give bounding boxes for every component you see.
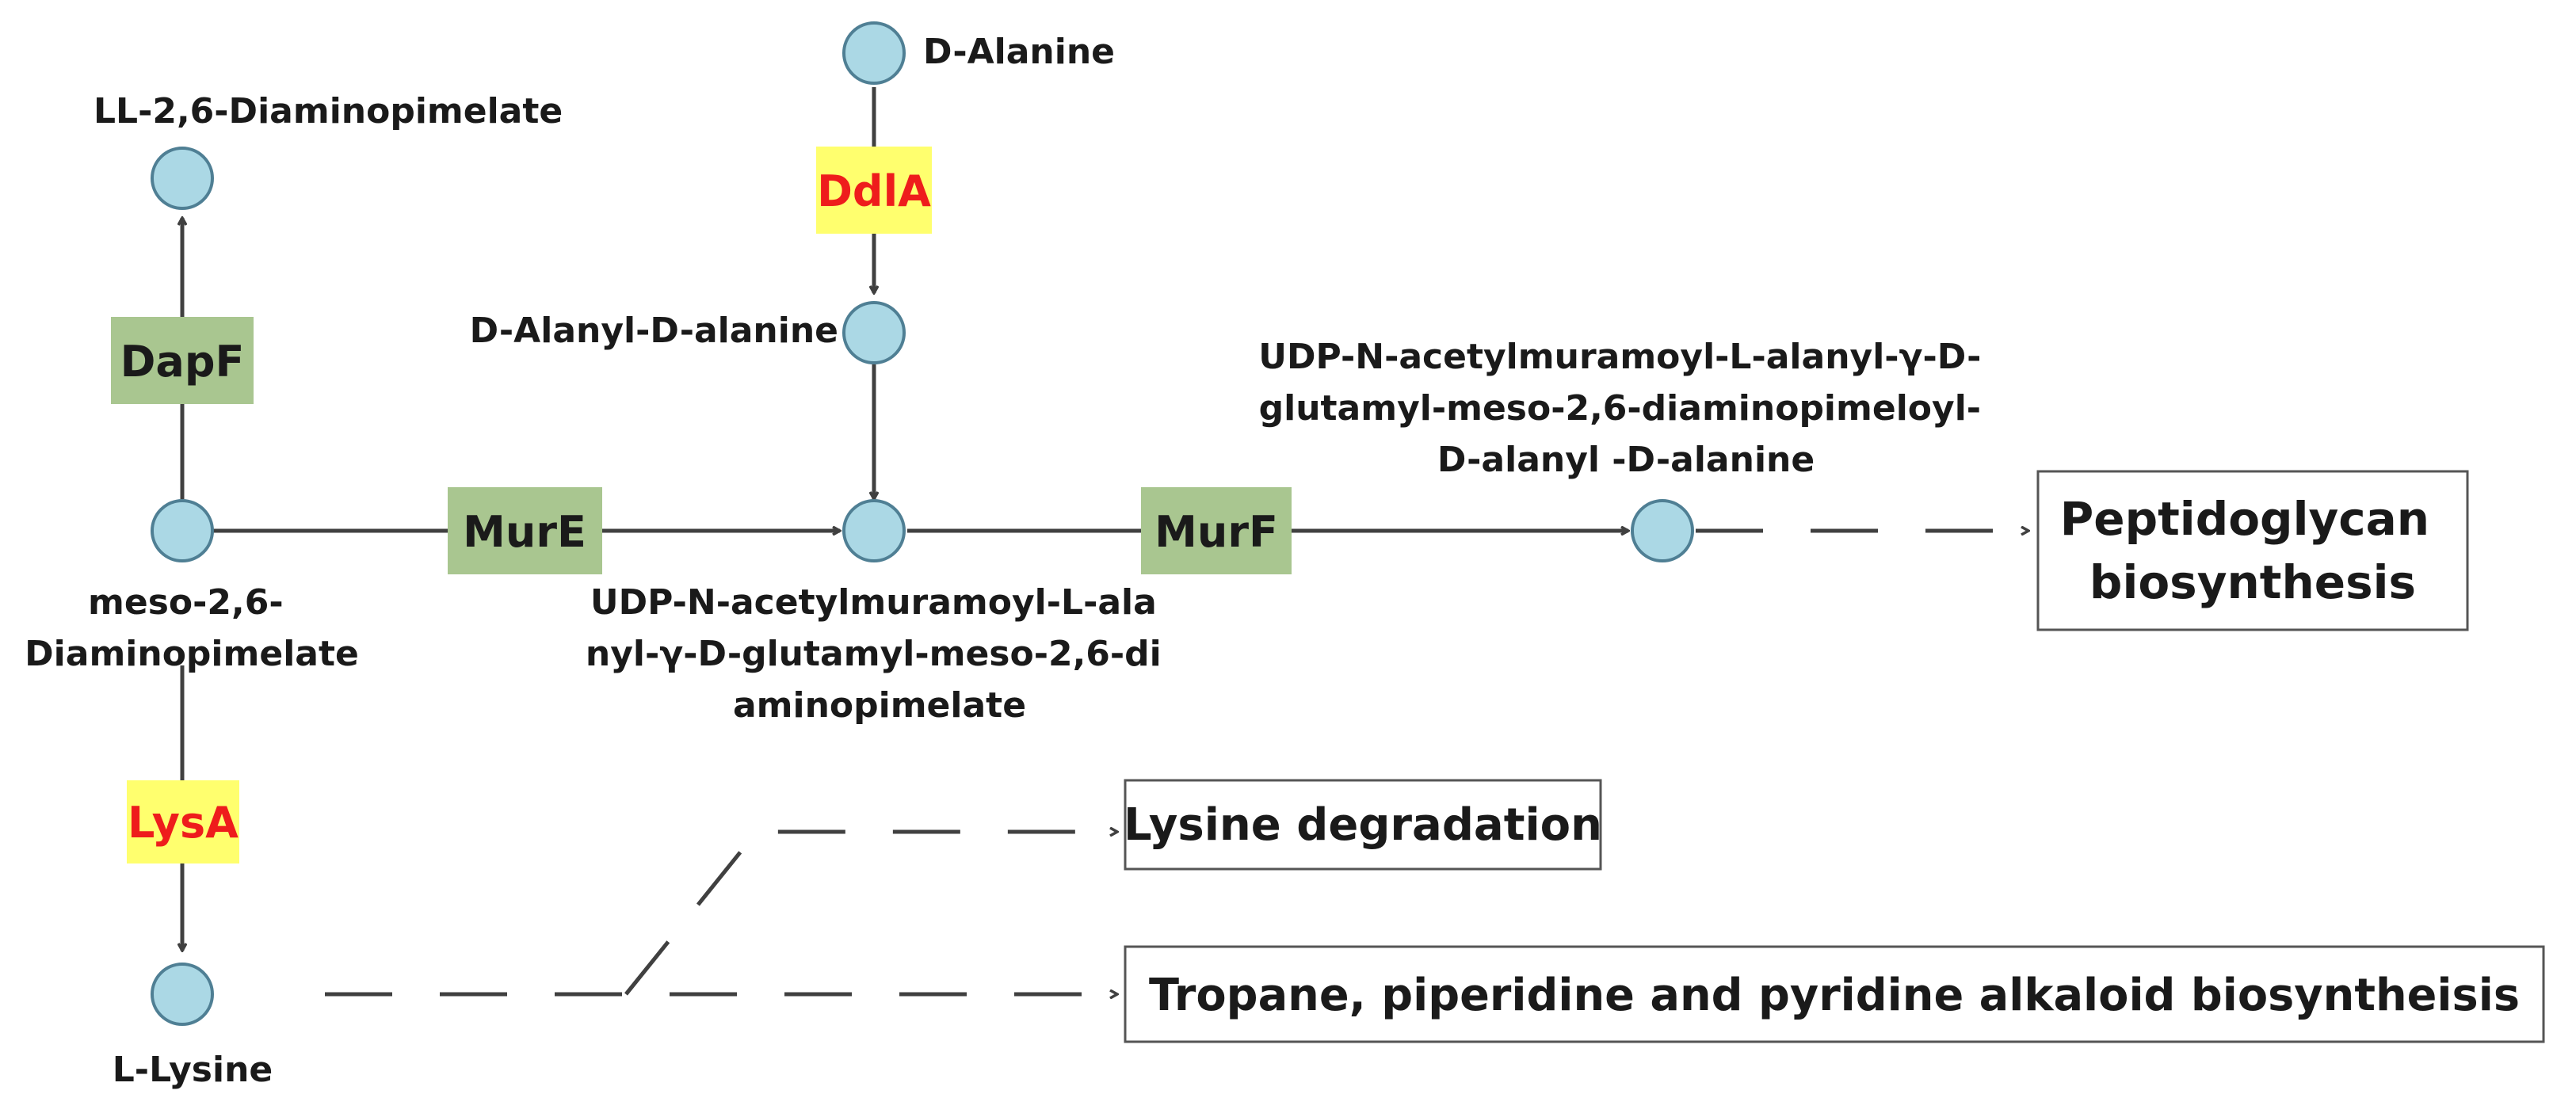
pathway-alkaloid: Tropane, piperidine and pyridine alkaloi… bbox=[1124, 945, 2545, 1043]
enzyme-ddla-label: DdlA bbox=[817, 166, 931, 216]
pathway-alkaloid-box bbox=[1124, 945, 2545, 1043]
enzyme-dapf-label: DapF bbox=[120, 337, 245, 387]
pathway-alkaloid-label: Tropane, piperidine and pyridine alkaloi… bbox=[1149, 970, 2520, 1021]
label-d-alanyl-d-alanine: D-Alanyl-D-alanine bbox=[470, 311, 838, 351]
pathway-peptidoglycan-box bbox=[2036, 470, 2469, 631]
enzyme-ddla: DdlA bbox=[816, 147, 932, 234]
enzyme-murf-label: MurF bbox=[1154, 507, 1278, 557]
enzyme-lysa-box bbox=[127, 780, 239, 863]
node-l-lysine bbox=[151, 963, 214, 1026]
label-d-alanine: D-Alanine bbox=[923, 32, 1115, 72]
enzyme-mure-box bbox=[448, 487, 602, 574]
node-udp-tripeptide bbox=[842, 499, 906, 562]
node-udp-pentapeptide bbox=[1631, 499, 1694, 562]
pathway-lysine-degradation-box bbox=[1124, 779, 1602, 871]
enzyme-lysa-label: LysA bbox=[128, 798, 239, 848]
enzyme-mure: MurE bbox=[448, 487, 602, 574]
node-meso-diaminopimelate bbox=[151, 499, 214, 562]
enzyme-dapf-box bbox=[111, 317, 254, 404]
edge-branch-lysdeg bbox=[624, 832, 1117, 996]
label-udp-pentapeptide: UDP-N-acetylmuramoyl-L-alanyl-γ-D- gluta… bbox=[1258, 337, 1993, 480]
label-ll-diaminopimelate: LL-2,6-Diaminopimelate bbox=[93, 91, 563, 132]
node-d-alanyl-d-alanine bbox=[842, 301, 906, 364]
enzyme-ddla-box bbox=[816, 147, 932, 234]
edges bbox=[182, 87, 2028, 994]
pathway-peptidoglycan-label: Peptidoglycan biosynthesis bbox=[2060, 492, 2446, 609]
pathway-lysine-degradation-label: Lysine degradation bbox=[1124, 799, 1602, 851]
label-l-lysine: L-Lysine bbox=[113, 1050, 273, 1090]
node-ll-diaminopimelate bbox=[151, 147, 214, 210]
enzyme-lysa: LysA bbox=[127, 780, 239, 863]
enzyme-murf-box bbox=[1141, 487, 1292, 574]
label-meso-diaminopimelate: meso-2,6- Diaminopimelate bbox=[25, 582, 359, 674]
enzyme-dapf: DapF bbox=[111, 317, 254, 404]
nodes bbox=[151, 21, 1694, 1026]
enzyme-mure-label: MurE bbox=[463, 507, 586, 557]
enzyme-murf: MurF bbox=[1141, 487, 1292, 574]
label-udp-tripeptide: UDP-N-acetylmuramoyl-L-ala nyl-γ-D-gluta… bbox=[586, 582, 1174, 726]
pathway-peptidoglycan: Peptidoglycan biosynthesis bbox=[2036, 470, 2469, 631]
node-d-alanine bbox=[842, 21, 906, 85]
pathway-lysine-degradation: Lysine degradation bbox=[1124, 779, 1602, 871]
